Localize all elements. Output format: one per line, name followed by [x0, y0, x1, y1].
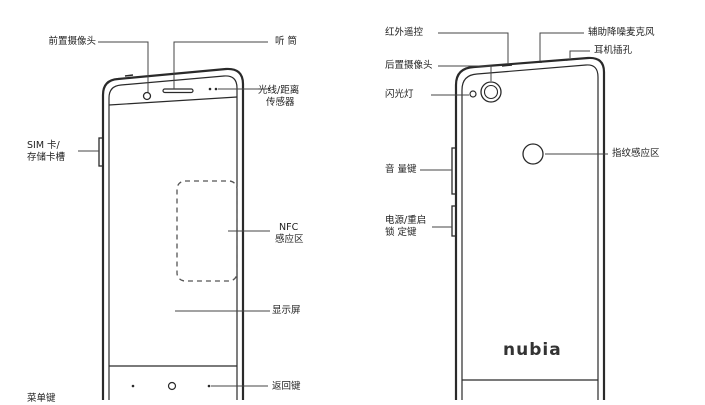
front-phone	[98, 67, 245, 400]
proximity-sensor-icon	[214, 87, 218, 91]
leader-front-camera	[98, 41, 149, 92]
fingerprint-icon	[522, 143, 544, 165]
front-screen-top	[108, 96, 238, 106]
sim-label-line1: SIM 卡/	[27, 140, 60, 151]
nfc-area-icon	[176, 180, 238, 282]
leader-headphone	[569, 50, 590, 58]
light-sensor-label-line2: 传感器	[266, 97, 295, 108]
menu-key-label: 菜单键	[27, 393, 56, 404]
back-key-icon	[207, 384, 211, 388]
menu-key-icon	[131, 384, 135, 388]
nubia-logo: nubia	[503, 340, 562, 360]
sim-slot-icon	[98, 137, 104, 167]
back-phone-body	[454, 56, 606, 400]
noise-mic-label: 辅助降噪麦克风	[588, 27, 655, 38]
fingerprint-label: 指纹感应区	[612, 148, 660, 159]
volume-key-label: 音 量键	[385, 164, 417, 175]
back-leaders	[420, 32, 608, 228]
power-key-label-line1: 电源/重启	[385, 215, 427, 226]
leader-noise-mic	[539, 32, 584, 61]
rear-camera-lens-icon	[483, 84, 499, 100]
sim-label: SIM 卡/ 存储卡槽	[27, 140, 65, 164]
power-key-icon	[451, 205, 457, 237]
front-phone-body	[101, 67, 245, 400]
leader-earpiece	[173, 41, 268, 89]
power-key-label: 电源/重启 锁 定键	[385, 215, 426, 239]
nfc-label-line1: NFC	[279, 222, 299, 233]
flash-icon	[469, 90, 477, 98]
ir-remote-label: 红外遥控	[385, 27, 424, 38]
flash-label: 闪光灯	[385, 89, 414, 100]
ir-port	[501, 64, 513, 67]
headphone-jack-label: 耳机插孔	[594, 45, 633, 56]
front-camera-icon	[142, 91, 152, 101]
light-sensor-icon	[208, 87, 212, 91]
display-label: 显示屏	[272, 305, 301, 316]
rear-camera-icon	[480, 81, 502, 103]
home-button-icon	[167, 381, 177, 391]
front-top-mark	[124, 74, 134, 77]
back-phone-inner	[461, 64, 599, 400]
front-leaders	[78, 41, 270, 387]
leader-rear-camera	[438, 65, 492, 81]
leader-ir-remote	[438, 32, 509, 64]
back-phone	[451, 56, 606, 400]
light-sensor-label-line1: 光线/距离	[258, 85, 300, 96]
headphone-port	[565, 58, 575, 61]
nfc-label: NFC 感应区	[275, 222, 304, 246]
volume-key-icon	[451, 147, 457, 195]
rear-camera-label: 后置摄像头	[385, 60, 433, 71]
front-camera-label: 前置摄像头	[48, 36, 96, 47]
sim-label-line2: 存储卡槽	[27, 152, 66, 163]
earpiece-icon	[162, 88, 194, 94]
front-phone-bezel	[108, 75, 238, 400]
nfc-label-line2: 感应区	[275, 234, 304, 245]
back-key-label: 返回键	[272, 381, 301, 392]
earpiece-label: 听 筒	[275, 36, 298, 47]
power-key-label-line2: 锁 定键	[385, 227, 417, 238]
light-sensor-label: 光线/距离 传感器	[258, 85, 299, 109]
